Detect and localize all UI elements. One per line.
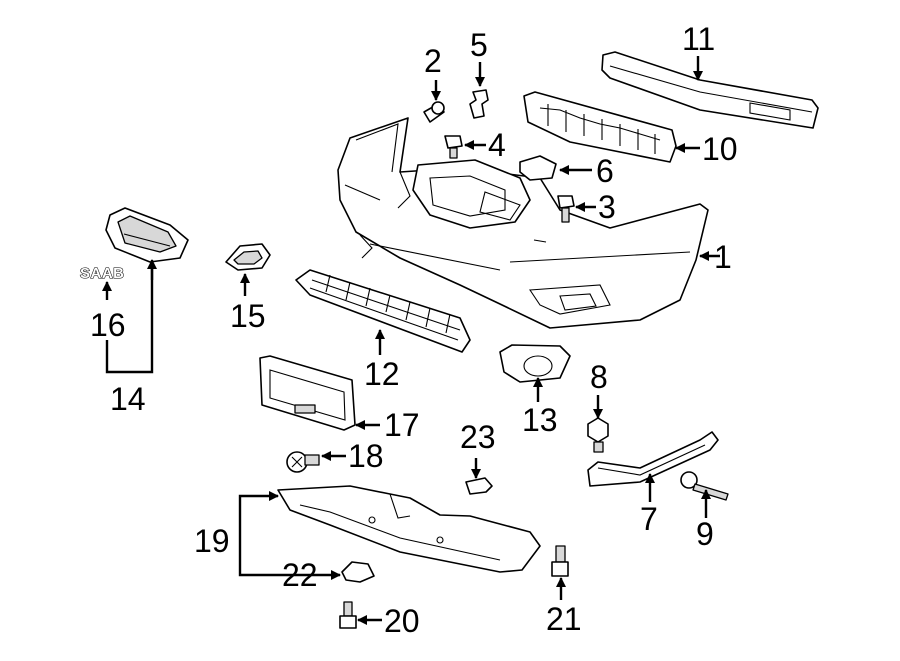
part-3-bolt[interactable] xyxy=(557,195,575,223)
part-18-screw[interactable] xyxy=(286,451,320,473)
callout-20: 20 xyxy=(384,603,420,639)
leader-19-22 xyxy=(238,540,341,580)
callout-9: 9 xyxy=(696,516,714,552)
callout-labels: 1 2 3 4 5 6 7 8 9 10 11 12 13 14 15 16 1… xyxy=(90,21,738,639)
callout-5: 5 xyxy=(470,27,488,63)
callout-15: 15 xyxy=(230,298,266,334)
part-17-license-bracket[interactable] xyxy=(259,355,356,431)
leader-lines xyxy=(102,56,720,625)
emblem-text: SAAB xyxy=(80,265,125,282)
part-16-emblem[interactable]: SAAB xyxy=(79,264,125,282)
part-8-bolt[interactable] xyxy=(587,417,609,453)
part-21-bolt[interactable] xyxy=(551,545,569,577)
part-10-grille-support[interactable] xyxy=(523,91,677,163)
callout-10: 10 xyxy=(702,131,738,167)
callout-17: 17 xyxy=(384,407,420,443)
callout-12: 12 xyxy=(364,356,400,392)
callout-11: 11 xyxy=(682,21,715,57)
part-5-clip[interactable] xyxy=(469,89,489,119)
callout-1: 1 xyxy=(714,239,732,275)
callout-19: 19 xyxy=(194,523,230,559)
callout-18: 18 xyxy=(348,438,384,474)
part-14-grille-assembly[interactable] xyxy=(105,207,189,263)
callout-16: 16 xyxy=(90,307,126,343)
part-2-push-fastener[interactable] xyxy=(423,101,445,123)
part-7-mount-bracket[interactable] xyxy=(587,431,719,487)
part-15-small-grille[interactable] xyxy=(225,243,271,271)
callout-13: 13 xyxy=(522,402,558,438)
callout-22: 22 xyxy=(282,557,318,593)
callout-23: 23 xyxy=(460,419,496,455)
callout-21: 21 xyxy=(546,601,582,637)
callout-7: 7 xyxy=(640,501,658,537)
part-4-bolt[interactable] xyxy=(444,135,463,159)
part-22-clip[interactable] xyxy=(341,561,375,583)
part-20-bolt[interactable] xyxy=(339,601,357,629)
part-9-bolt[interactable] xyxy=(680,471,729,501)
part-1-bumper-cover[interactable] xyxy=(337,117,709,329)
callout-2: 2 xyxy=(424,43,442,79)
part-19-splash-shield[interactable] xyxy=(277,485,541,573)
callout-8: 8 xyxy=(590,359,608,395)
part-12-lower-grille[interactable] xyxy=(295,269,471,353)
part-23-clip[interactable] xyxy=(465,477,493,495)
part-6-retainer-block[interactable] xyxy=(519,155,557,181)
callout-3: 3 xyxy=(598,189,616,225)
part-13-fog-lamp-bezel[interactable] xyxy=(499,344,571,383)
leader-19 xyxy=(238,491,279,540)
leader-14 xyxy=(105,262,154,374)
part-11-energy-absorber[interactable] xyxy=(601,51,819,129)
callout-6: 6 xyxy=(596,153,614,189)
callout-4: 4 xyxy=(488,127,506,163)
callout-14: 14 xyxy=(110,381,146,417)
